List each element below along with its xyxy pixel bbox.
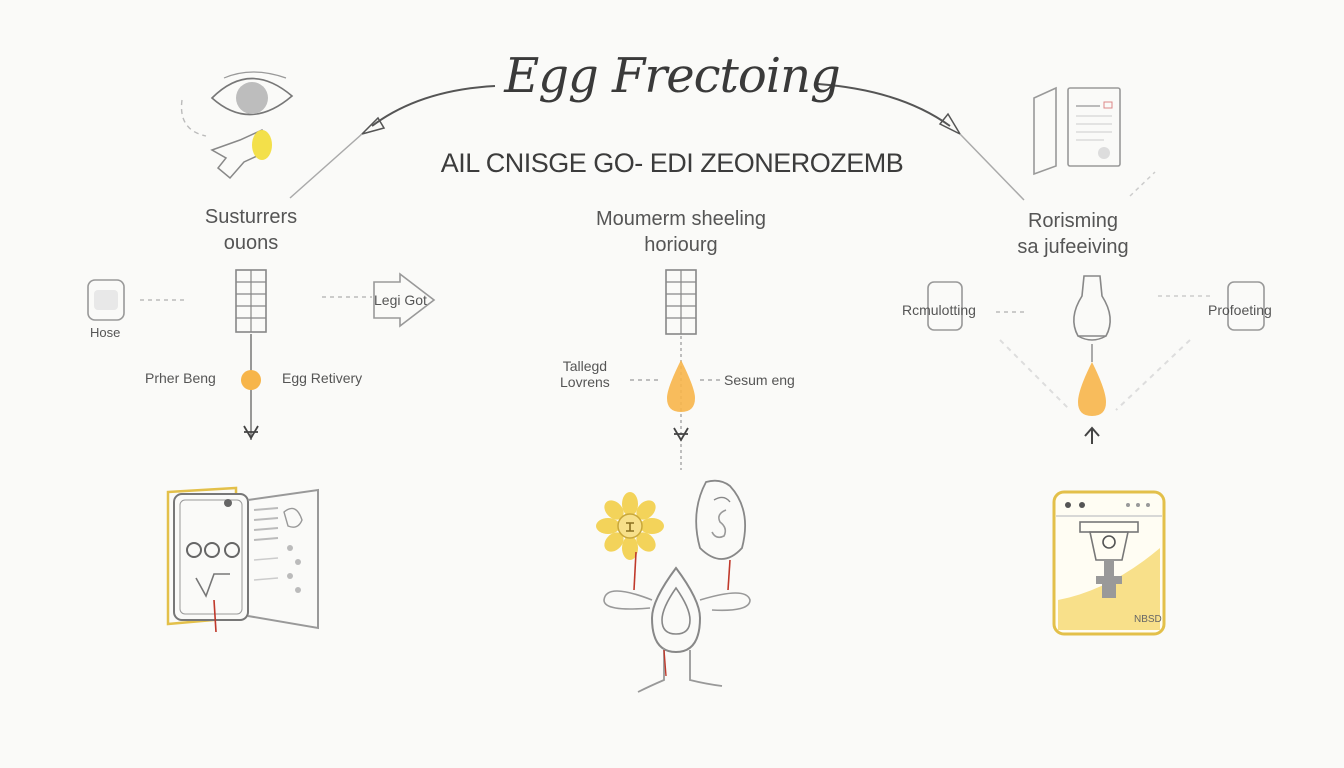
egg-drop-right bbox=[1078, 362, 1106, 416]
rack-icon bbox=[235, 269, 267, 333]
column-3-left-label: Rcmulotting bbox=[902, 302, 976, 318]
column-3-heading-line2: sa jufeeiving bbox=[1017, 236, 1129, 258]
column-3-right-label: Profoeting bbox=[1208, 302, 1272, 318]
egg-dot bbox=[241, 370, 261, 390]
rack-icon-center bbox=[665, 269, 697, 335]
column-2-flow bbox=[630, 269, 720, 470]
column-2-right-label: Sesum eng bbox=[724, 372, 795, 388]
card-label: NBSD bbox=[1134, 614, 1162, 625]
right-arc-dash bbox=[1129, 171, 1156, 197]
left-top-arc bbox=[371, 85, 496, 127]
column-2-left-label: Tallegd Lovrens bbox=[560, 358, 610, 390]
column-3-heading-line1: Rorisming bbox=[1027, 210, 1119, 232]
column-1-heading-line2: ouons bbox=[223, 232, 279, 254]
column-1-left-label: Prher Beng bbox=[145, 370, 216, 386]
right-top-arc bbox=[817, 83, 951, 127]
left-box-icon bbox=[927, 281, 963, 331]
right-box-icon bbox=[1227, 281, 1265, 331]
left-arc-arrowhead bbox=[359, 116, 386, 136]
tablet-booklet-icon bbox=[166, 486, 319, 633]
left-arc-connector bbox=[289, 133, 363, 199]
flower-figure-icon bbox=[596, 479, 751, 693]
yellow-card-icon bbox=[1052, 490, 1166, 636]
diagram-subtitle: AIL CNISGE GO- EDI ZEONEROZEMB bbox=[440, 148, 904, 178]
eye-hand-icon bbox=[180, 71, 294, 180]
column-1-heading-line1: Susturrers bbox=[204, 206, 298, 228]
document-icon bbox=[1033, 86, 1121, 176]
column-1-flow bbox=[87, 269, 436, 440]
column-2-left-label-line2: Lovrens bbox=[560, 374, 610, 390]
right-arc-connector bbox=[959, 133, 1025, 201]
right-arc-arrowhead bbox=[938, 112, 962, 136]
pipette-icon bbox=[1073, 275, 1111, 337]
column-1-left-box-label: Hose bbox=[90, 325, 121, 340]
tag-arrow-icon bbox=[373, 272, 436, 328]
column-1-right-tag-label: Legi Got bbox=[374, 292, 427, 308]
column-2-heading: Moumerm sheeling horiourg bbox=[560, 206, 802, 258]
column-2-heading-line1: Moumerm sheeling bbox=[595, 208, 767, 230]
column-2-left-label-line1: Tallegd bbox=[562, 358, 608, 374]
column-1-heading: Susturrers ouons bbox=[131, 204, 371, 256]
column-3-flow bbox=[927, 275, 1265, 444]
column-3-heading: Rorisming sa jufeeiving bbox=[953, 208, 1193, 260]
column-2-heading-line2: horiourg bbox=[644, 234, 718, 256]
column-1-right-label: Egg Retivery bbox=[282, 370, 363, 386]
egg-drop-center bbox=[667, 360, 695, 412]
home-box-icon bbox=[87, 279, 125, 321]
diagram-title: Egg Frectoing bbox=[504, 48, 840, 104]
